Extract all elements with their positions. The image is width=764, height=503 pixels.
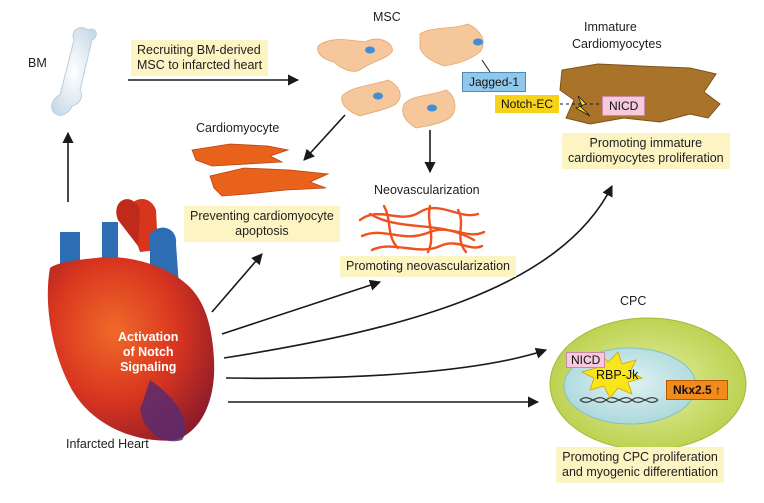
immature-box-line1: Promoting immature	[589, 136, 703, 150]
recruiting-line1: Recruiting BM-derived	[137, 43, 261, 57]
apoptosis-box-line2: apoptosis	[235, 224, 289, 238]
heart-text-line3: Signaling	[120, 360, 177, 374]
heart-text-line2: of Notch	[122, 345, 174, 359]
arrow-msc-cardiomyocyte	[303, 114, 346, 161]
msc-nucleus-3	[373, 92, 383, 100]
msc-nucleus-1	[365, 46, 375, 54]
arrow-heart-immature	[223, 184, 613, 359]
notch-ec-tag: Notch-EC	[495, 95, 560, 113]
immature-proliferation-box: Promoting immature cardiomyocytes prolif…	[562, 133, 730, 169]
vessel-network	[358, 204, 486, 254]
infarcted-heart-label: Infarcted Heart	[66, 437, 149, 451]
cardiomyocyte-cells	[191, 143, 330, 197]
nicd-cpc-tag: NICD	[566, 352, 606, 368]
immature-label-line1: Immature	[584, 20, 637, 34]
immature-cardiomyocytes	[559, 63, 721, 125]
cpc-box-line1: Promoting CPC proliferation	[562, 450, 718, 464]
msc-cell-3	[341, 79, 401, 117]
recruiting-msc-box: Recruiting BM-derived MSC to infarcted h…	[131, 40, 269, 76]
neovascularization-box: Promoting neovascularization	[340, 256, 516, 277]
msc-nucleus-4	[427, 104, 437, 112]
lightning-icon	[575, 95, 591, 117]
arrow-heart-neovasc	[221, 279, 382, 335]
nkx25-tag: Nkx2.5 ↑	[666, 380, 729, 400]
nicd-tag: NICD	[602, 96, 646, 116]
cpc-differentiation-box: Promoting CPC proliferation and myogenic…	[556, 447, 725, 483]
cpc-box-line2: and myogenic differentiation	[562, 465, 719, 479]
rbp-jk-tag: RBP-Jk	[596, 368, 639, 382]
immature-label-line2: Cardiomyocytes	[572, 37, 662, 51]
heart-illustration	[47, 198, 215, 442]
msc-label: MSC	[373, 10, 401, 24]
bm-label: BM	[28, 56, 47, 70]
arrow-heart-apoptosis	[211, 253, 263, 313]
msc-nucleus-2	[473, 38, 483, 46]
jagged-connector	[481, 59, 491, 73]
immature-box-line2: cardiomyocytes proliferation	[568, 151, 724, 165]
neovasc-box-line: Promoting neovascularization	[346, 259, 510, 273]
notch-activation-text: Activation of Notch Signaling	[118, 330, 178, 375]
msc-cell-2	[419, 23, 484, 67]
arrows	[62, 74, 613, 408]
cpc-label: CPC	[620, 294, 647, 308]
bone-icon	[51, 27, 97, 116]
recruiting-line2: MSC to infarcted heart	[137, 58, 263, 72]
apoptosis-box: Preventing cardiomyocyte apoptosis	[184, 206, 340, 242]
cardiomyocyte-label: Cardiomyocyte	[196, 121, 280, 135]
arrow-heart-cpc-upper	[225, 347, 548, 380]
msc-cells	[317, 23, 484, 129]
heart-text-line1: Activation	[118, 330, 179, 344]
neovascularization-label: Neovascularization	[374, 183, 480, 197]
jagged-1-tag: Jagged-1	[462, 72, 527, 92]
apoptosis-box-line1: Preventing cardiomyocyte	[190, 209, 334, 223]
msc-cell-1	[317, 38, 393, 72]
